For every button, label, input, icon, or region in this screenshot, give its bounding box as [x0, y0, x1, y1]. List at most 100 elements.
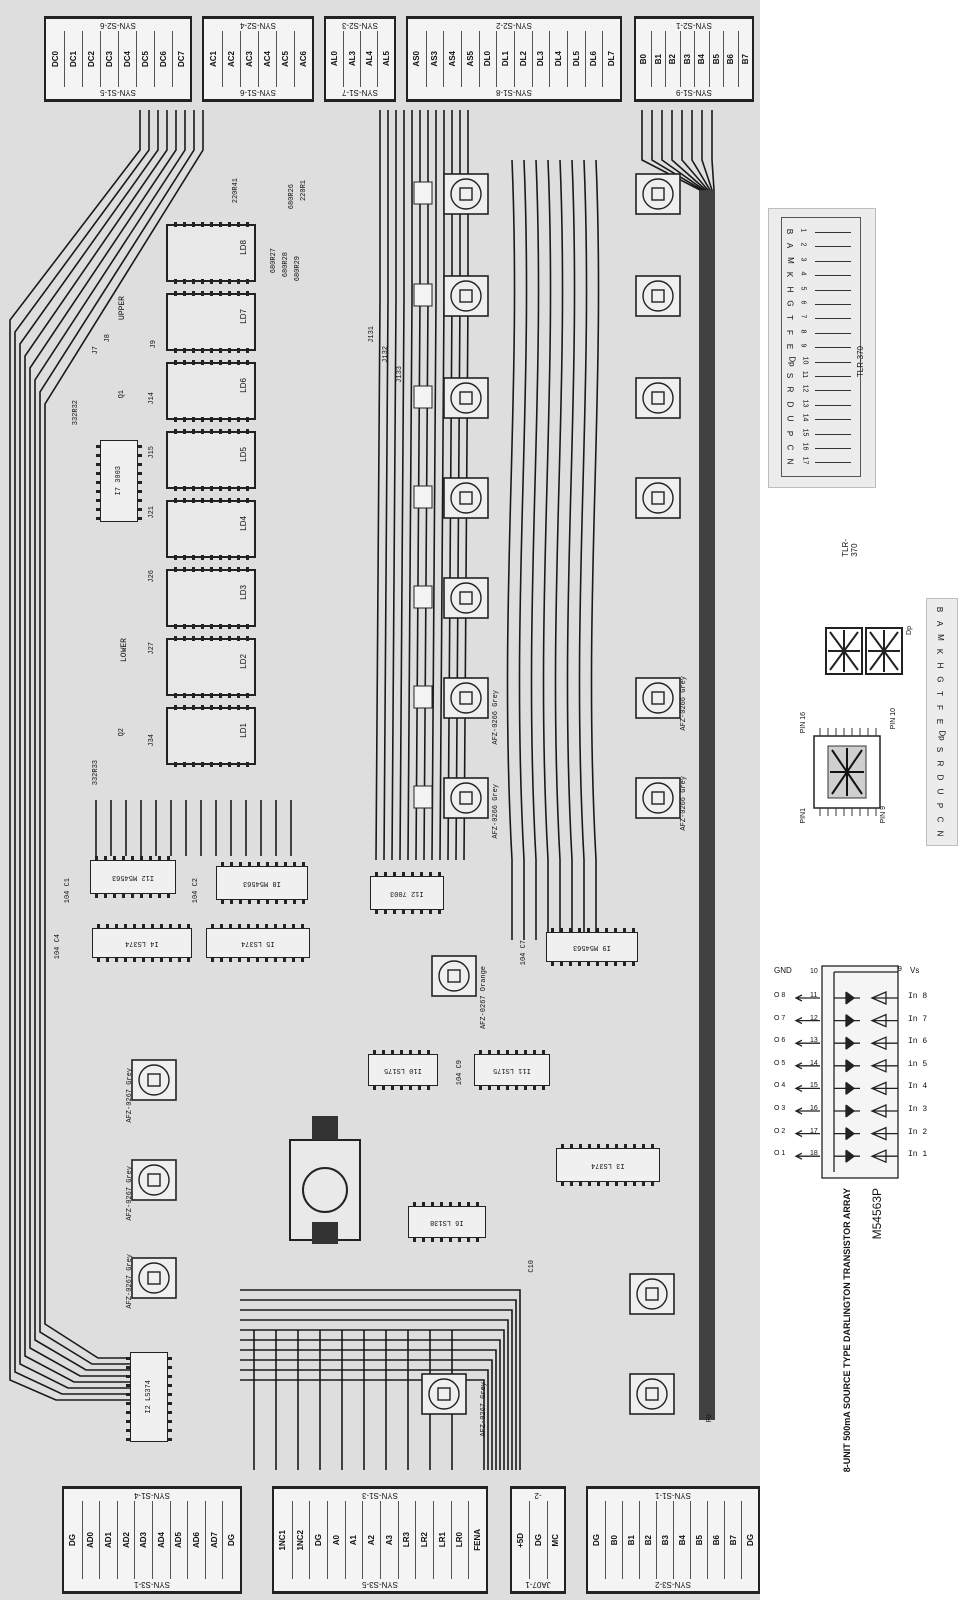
chip-pin	[124, 958, 127, 962]
connector-pin-label: A1	[349, 1534, 359, 1546]
output-arrow	[794, 1152, 820, 1160]
connector-pin: +5D	[512, 1501, 529, 1579]
connector-pin: DL0	[478, 31, 497, 87]
darlington-diode	[845, 1036, 856, 1050]
connector-pin-label: LR1	[437, 1532, 447, 1548]
output-arrow	[794, 1084, 820, 1092]
connector-pin-label: DL2	[518, 51, 528, 67]
trace	[431, 110, 437, 861]
digit-pin	[219, 693, 222, 698]
chip-pin	[293, 900, 296, 904]
chip-pin	[506, 1086, 509, 1090]
chip-pin	[413, 1238, 416, 1242]
digit-pin	[192, 555, 195, 560]
digit-pin	[174, 486, 177, 491]
chip-pin	[122, 856, 125, 860]
led-package	[443, 275, 489, 317]
connector-pin: A2	[362, 1501, 380, 1579]
chip-pin	[384, 910, 387, 914]
digit-pin	[237, 360, 240, 365]
tlr370-segment: B	[785, 228, 795, 235]
chip-pin	[168, 1384, 172, 1387]
digit-label: LD5	[239, 447, 248, 462]
pin10-num: 10	[810, 968, 818, 975]
darlington-output: O 8	[774, 992, 786, 999]
chip-pin	[275, 900, 278, 904]
tlr370-segment: H	[785, 286, 795, 292]
led-package	[635, 677, 681, 719]
darlington-input: In 8	[908, 992, 928, 1001]
trace	[578, 159, 588, 940]
digit-pin	[192, 360, 195, 365]
led-package	[443, 173, 489, 215]
chip-pin	[142, 924, 145, 928]
led-package	[443, 477, 489, 519]
connector-pin: B2	[665, 31, 680, 87]
trace	[240, 1359, 493, 1470]
trace	[9, 110, 141, 1401]
tlr370-segment: P	[785, 430, 795, 436]
darlington-input: In 3	[908, 1105, 928, 1114]
chip-pin	[393, 872, 396, 876]
connector-pin: B1	[622, 1501, 639, 1579]
tlr370-segment: E	[785, 344, 795, 350]
chip-pin	[151, 958, 154, 962]
chip-pin	[292, 958, 295, 962]
glyph-right	[865, 627, 903, 675]
digit-pin	[192, 417, 195, 422]
connector-pin-label: DG	[314, 1534, 324, 1546]
connector-pin-label: B0	[609, 1534, 619, 1546]
connector-top-label: -2	[512, 1488, 564, 1502]
trace	[566, 159, 576, 940]
trace	[375, 110, 381, 861]
c2-label: 104 C2	[192, 878, 200, 904]
digit-pin	[237, 762, 240, 767]
trace	[34, 110, 186, 1371]
led-package	[635, 477, 681, 519]
r28-label: 680R28	[282, 252, 290, 278]
j131-label: J131	[368, 326, 376, 343]
tlr370-pin: 16	[801, 442, 809, 451]
connector-pin: MC	[546, 1501, 564, 1579]
j26-label: J26	[148, 570, 156, 583]
connector-pin-label: LR0	[455, 1532, 465, 1548]
chip-pin	[284, 862, 287, 866]
connector-bottom-label: SYN-S3-1	[64, 1578, 240, 1592]
connector-pin-label: B1	[653, 53, 663, 65]
digit-pin	[228, 279, 231, 284]
connector-pin-label: AD1	[103, 1531, 113, 1548]
connector-pin-label: B0	[638, 53, 648, 65]
pin9-label: PIN 9	[880, 806, 887, 824]
led-grey2-label-1: AFZ-0267 Grey	[126, 1068, 134, 1123]
digit-pin	[210, 498, 213, 503]
connector-pin: AL4	[360, 31, 377, 87]
tlr370-segment: N	[785, 459, 795, 465]
r32-label: 332R32	[72, 400, 80, 426]
led-package	[635, 173, 681, 215]
digit-display: LD2	[166, 636, 256, 698]
darlington-pin-num: 17	[810, 1127, 818, 1135]
digit-pin	[183, 486, 186, 491]
tlr370-arrow	[815, 318, 851, 320]
digit-pin	[201, 486, 204, 491]
connector-pin-label: AD7	[209, 1531, 219, 1548]
digit-pin	[174, 636, 177, 641]
connector-bottom-label: SYN-S3-2	[588, 1578, 758, 1592]
chip-pin	[418, 1086, 421, 1090]
darlington-pin-num: 15	[810, 1082, 818, 1090]
chip-pin	[375, 910, 378, 914]
digit-pin	[174, 555, 177, 560]
connector-pin: AD5	[169, 1501, 188, 1579]
digit-pin	[192, 429, 195, 434]
led-package	[443, 377, 489, 419]
chip-pin	[560, 928, 563, 932]
connector-pin-label: AS4	[448, 51, 458, 67]
chip-pin	[301, 924, 304, 928]
chip-pin	[411, 910, 414, 914]
chip-pin	[615, 1144, 618, 1148]
connector-pin: FENA	[468, 1501, 486, 1579]
segment-letter: R	[935, 760, 945, 767]
